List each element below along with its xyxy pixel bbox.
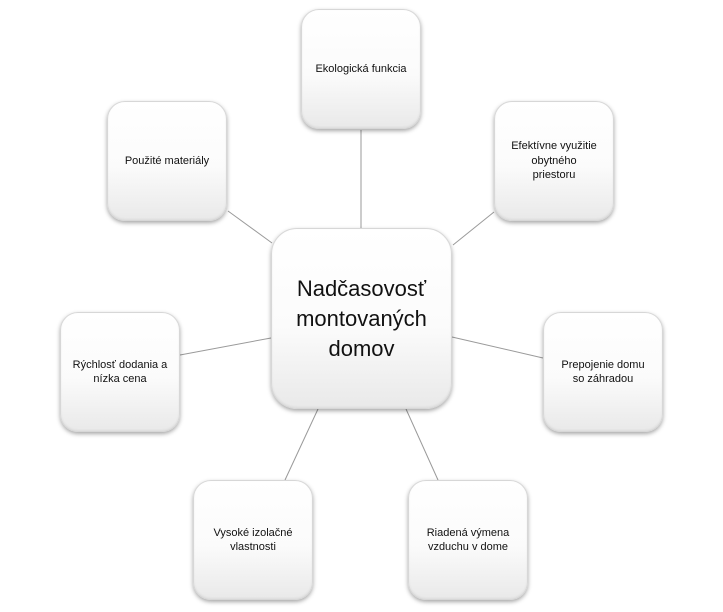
node-ecological-function: Ekologická funkcia (301, 9, 421, 129)
connector-garden (451, 336, 544, 359)
node-efficient-space: Efektívne využitie obytného priestoru (494, 101, 614, 221)
node-speed-price: Rýchlosť dodania a nízka cena (60, 312, 180, 432)
connector-speed (179, 337, 272, 356)
node-speed-price-label: Rýchlosť dodania a nízka cena (72, 358, 168, 386)
connector-insulation (284, 408, 319, 481)
node-materials: Použité materiály (107, 101, 227, 221)
connector-ventilation (405, 408, 439, 481)
node-materials-label: Použité materiály (124, 154, 210, 167)
node-controlled-ventilation-label: Riadená výmena vzduchu v dome (426, 526, 510, 554)
center-node-label: Nadčasovosť montovaných domov (296, 275, 427, 361)
node-ecological-function-label: Ekologická funkcia (315, 62, 407, 75)
node-house-garden-link-label: Prepojenie domu so záhradou (561, 358, 645, 386)
node-insulation-properties-label: Vysoké izolačné vlastnosti (213, 526, 293, 554)
node-house-garden-link: Prepojenie domu so záhradou (543, 312, 663, 432)
connector-space (452, 211, 495, 246)
connector-materials (227, 210, 273, 244)
node-efficient-space-label: Efektívne využitie obytného priestoru (511, 140, 597, 182)
center-node: Nadčasovosť montovaných domov (271, 228, 452, 409)
node-insulation-properties: Vysoké izolačné vlastnosti (193, 480, 313, 600)
node-controlled-ventilation: Riadená výmena vzduchu v dome (408, 480, 528, 600)
